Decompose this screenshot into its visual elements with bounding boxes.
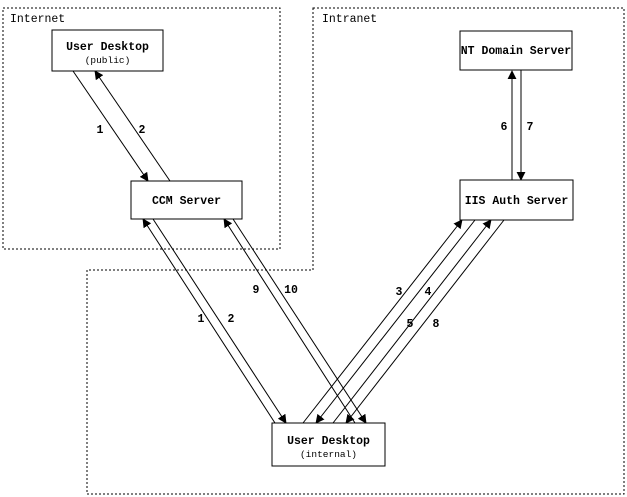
node-user-desktop-internal-box	[271, 422, 386, 467]
node-user-desktop-internal-subtitle: (internal)	[300, 449, 357, 460]
flow-label-6: 6	[501, 121, 508, 134]
flow-line-1-public-to-ccm	[72, 70, 149, 182]
node-iis-auth-server-title: IIS Auth Server	[465, 195, 569, 208]
flow-line-9-internal-to-ccm	[223, 218, 356, 424]
flow-line-10-ccm-to-internal	[232, 218, 367, 424]
flow-label-2-internal: 2	[228, 313, 235, 326]
flow-label-9: 9	[253, 284, 260, 297]
flow-line-1-internal-to-ccm	[142, 218, 276, 424]
node-user-desktop-public-subtitle: (public)	[85, 55, 131, 66]
node-iis-auth-server-box	[459, 179, 574, 221]
flow-label-3: 3	[396, 286, 403, 299]
node-user-desktop-public-title: User Desktop	[66, 41, 149, 54]
node-nt-domain-server-box	[459, 30, 573, 71]
node-ccm-server-box	[130, 180, 243, 220]
node-ccm-server: CCM Server	[130, 180, 243, 220]
flow-line-2-ccm-to-internal	[152, 218, 287, 424]
flow-line-2-ccm-to-public	[94, 70, 171, 182]
internet-zone-border	[2, 7, 281, 250]
flow-line-5-internal-to-iis	[332, 219, 492, 424]
node-nt-domain-server-title: NT Domain Server	[461, 45, 572, 58]
flow-label-2-public: 2	[139, 124, 146, 137]
flow-label-4: 4	[425, 286, 432, 299]
flow-label-1-public: 1	[97, 124, 104, 137]
flow-label-10: 10	[284, 284, 298, 297]
internet-zone-label: Internet	[10, 13, 65, 26]
node-user-desktop-internal-title: User Desktop	[287, 435, 370, 448]
flow-line-3-internal-to-iis	[302, 219, 463, 424]
flow-line-4-iis-to-internal	[315, 219, 476, 424]
intranet-zone-label: Intranet	[322, 13, 377, 26]
node-nt-domain-server: NT Domain Server	[459, 30, 573, 71]
node-user-desktop-internal: User Desktop (internal)	[271, 422, 386, 467]
node-ccm-server-title: CCM Server	[152, 195, 221, 208]
flow-label-7: 7	[527, 121, 534, 134]
node-iis-auth-server: IIS Auth Server	[459, 179, 574, 221]
flow-label-5: 5	[407, 318, 414, 331]
intranet-zone-border	[86, 7, 625, 495]
flow-label-8: 8	[433, 318, 440, 331]
node-user-desktop-public: User Desktop (public)	[51, 29, 164, 72]
node-user-desktop-public-box	[51, 29, 164, 72]
flow-line-8-iis-to-internal	[345, 219, 505, 424]
flow-label-1-internal: 1	[198, 313, 205, 326]
